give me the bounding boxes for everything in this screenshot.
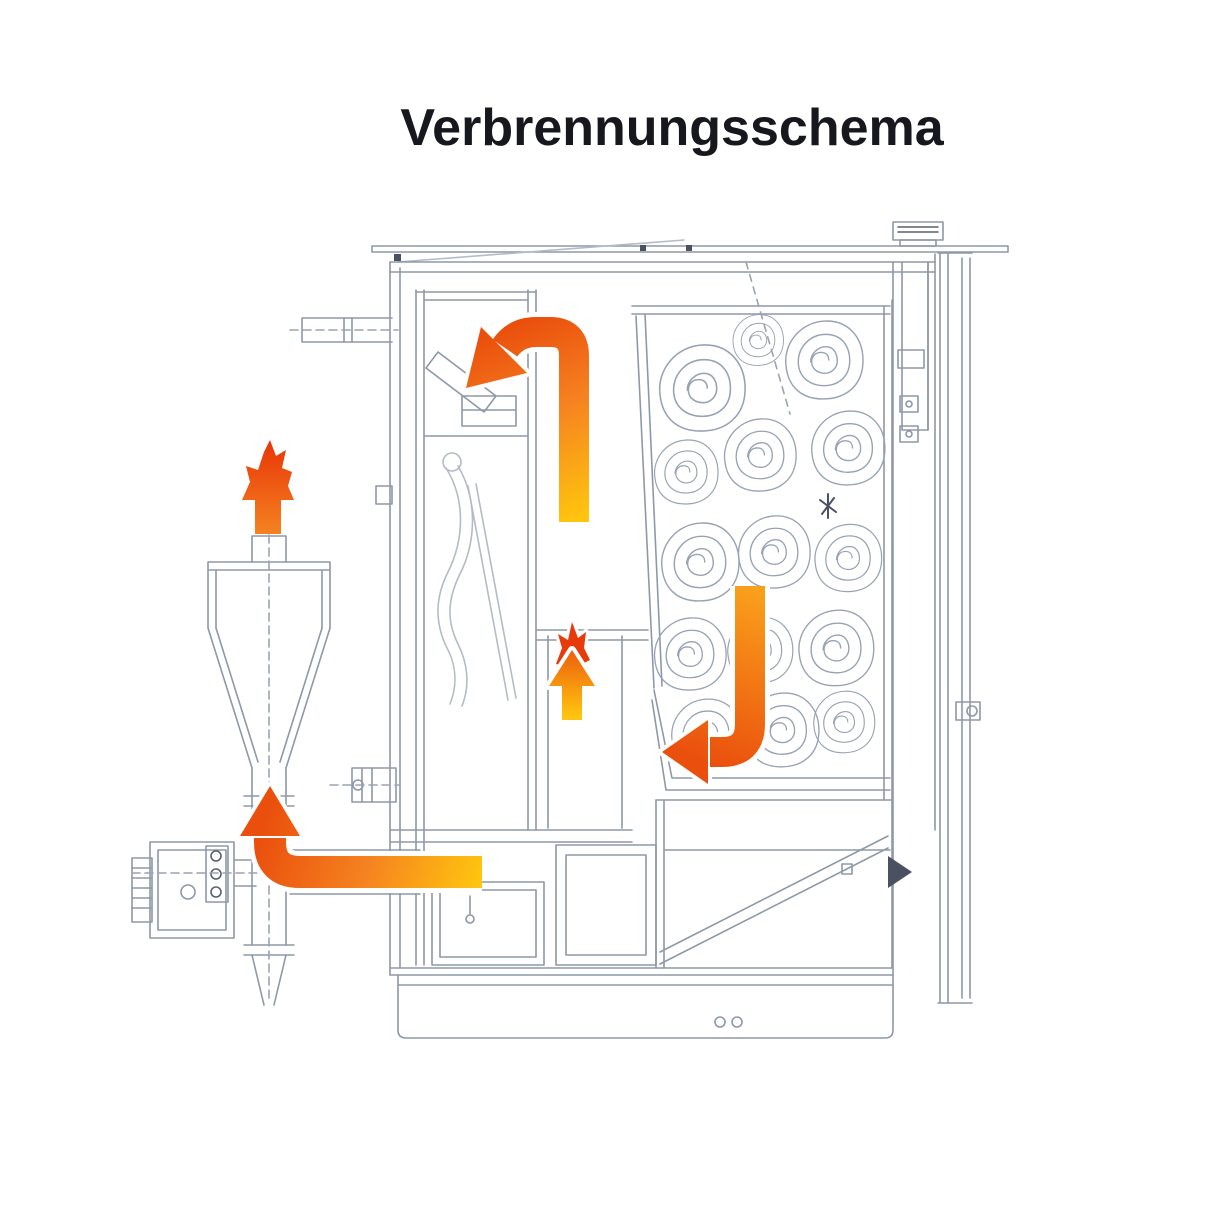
- arrow-shaft: [492, 317, 589, 522]
- cyclone-separator: [207, 534, 331, 1006]
- flue-gas-rise-arrow: [462, 312, 594, 522]
- left-bottom-box: [431, 881, 545, 966]
- fuel-chamber: [631, 261, 893, 969]
- flue-outlet-stub: [289, 317, 399, 343]
- burner-box: [555, 844, 657, 966]
- secondary-combustion-arrow: [545, 619, 599, 720]
- arrow-head: [662, 720, 708, 784]
- arrow-head: [466, 327, 527, 388]
- arrow-head: [242, 440, 294, 500]
- boiler-base: [397, 974, 894, 1039]
- diagram-title: Verbrennungsschema: [400, 99, 944, 157]
- top-nameplate: [892, 221, 944, 247]
- flow-arrows: [236, 312, 770, 893]
- ash-chamber: [655, 799, 912, 969]
- right-side-panel: [937, 252, 981, 1004]
- arrow-head: [240, 786, 300, 836]
- flue-duct: [289, 849, 421, 895]
- arrow-shaft: [710, 586, 765, 767]
- arrow-shaft: [254, 838, 482, 888]
- secondary-combustion-channel: [535, 629, 649, 829]
- left-flange: [329, 485, 401, 803]
- flue-to-cyclone-arrow: [236, 782, 482, 893]
- refractory-slant: [635, 313, 663, 689]
- heat-exchanger-channel: [389, 289, 633, 966]
- ash-door-marker: [888, 856, 912, 888]
- fuel-chamber-downdraft-arrow: [658, 586, 770, 788]
- arrow-head: [549, 650, 595, 686]
- boiler-shell: [389, 253, 936, 976]
- chimney-exit-arrow: [238, 436, 298, 534]
- right-door-details: [897, 261, 929, 443]
- boiler-top-plate: [371, 221, 1009, 263]
